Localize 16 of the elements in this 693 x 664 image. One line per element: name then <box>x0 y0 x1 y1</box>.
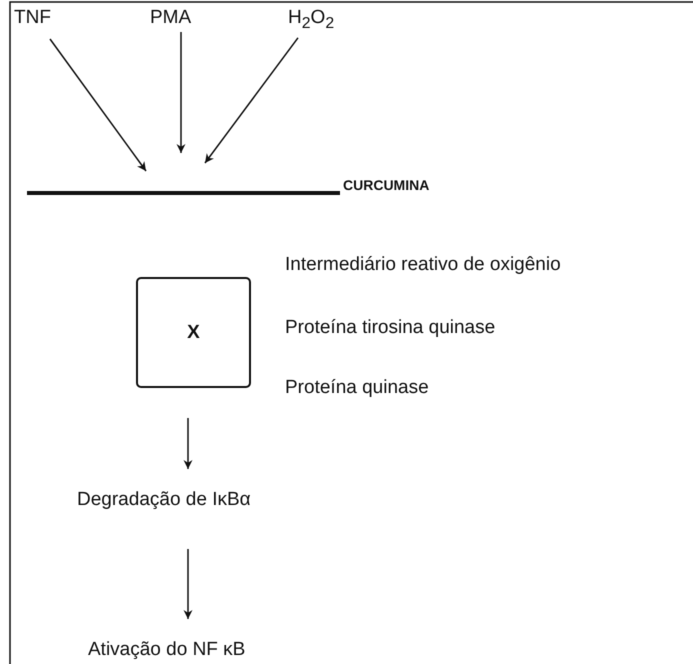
annotation-text: Intermediário reativo de oxigênio <box>285 254 561 276</box>
annotation-text: Proteína tirosina quinase <box>285 317 496 339</box>
node-label: TNF <box>14 7 51 29</box>
node-label: Degradação de IκBα <box>77 489 251 511</box>
arrow <box>204 37 299 164</box>
node-label: PMA <box>150 7 192 29</box>
inhibition-bar <box>27 191 340 195</box>
annotation-text: Proteína quinase <box>285 377 429 399</box>
arrow <box>184 549 192 619</box>
inhibitor-label: CURCUMINA <box>343 176 430 195</box>
arrow <box>176 32 186 153</box>
arrow <box>49 38 147 172</box>
arrow <box>184 418 192 469</box>
node-label: H$_{2}$O$_{2}$ <box>288 7 334 35</box>
process-box: X <box>136 277 251 388</box>
node-label: Ativação do NF κB <box>88 639 246 661</box>
